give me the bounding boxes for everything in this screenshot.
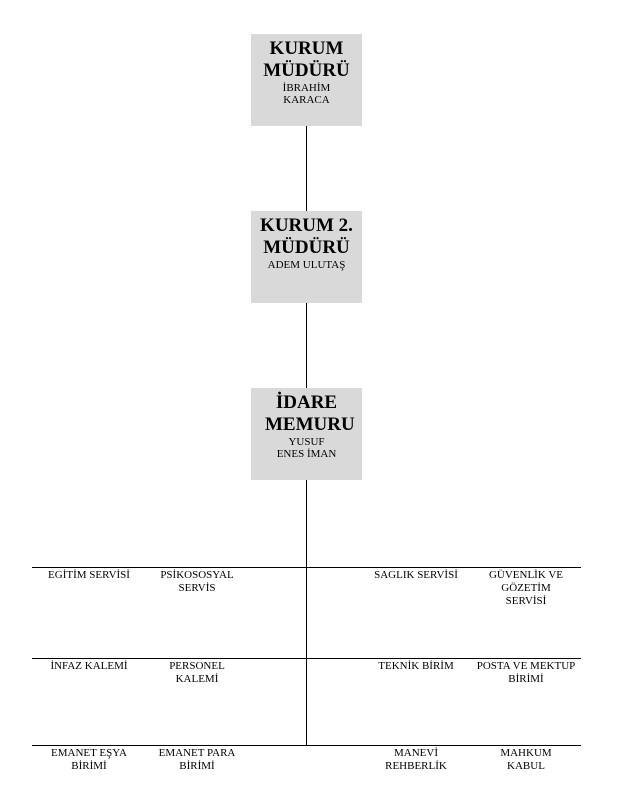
unit-infaz-kalemi: İNFAZ KALEMİ — [50, 660, 128, 672]
admin-officer-title: İDARE MEMURU — [265, 392, 355, 435]
unit-psikososyal-servis: PSİKOSOSYAL SERVİS — [160, 569, 234, 594]
unit-egitim-servisi: EGİTİM SERVİSİ — [48, 569, 130, 581]
unit-teknik-birim: TEKNİK BİRİM — [378, 660, 454, 672]
unit-row-line-2 — [32, 658, 581, 659]
unit-row-line-1 — [32, 567, 581, 568]
unit-emanet-para-birimi: EMANET PARA BİRİMİ — [158, 747, 236, 772]
director-title: KURUM MÜDÜRÜ — [263, 38, 350, 81]
unit-posta-mektup-birimi: POSTA VE MEKTUP BİRİMİ — [476, 660, 576, 685]
second-director-box: KURUM 2. MÜDÜRÜ ADEM ULUTAŞ — [251, 211, 362, 303]
second-director-name: ADEM ULUTAŞ — [267, 259, 346, 271]
unit-manevi-rehberlik: MANEVİ REHBERLİK — [385, 747, 447, 772]
unit-emanet-esya-birimi: EMANET EŞYA BİRİMİ — [51, 747, 127, 772]
unit-personel-kalemi: PERSONEL KALEMİ — [169, 660, 225, 685]
unit-mahkum-kabul: MAHKUM KABUL — [500, 747, 552, 772]
director-box: KURUM MÜDÜRÜ İBRAHİM KARACA — [251, 34, 362, 126]
director-name: İBRAHİM KARACA — [282, 82, 331, 106]
second-director-title: KURUM 2. MÜDÜRÜ — [260, 215, 353, 258]
admin-officer-name: YUSUF ENES İMAN — [276, 436, 337, 460]
unit-guvenlik-gozetim-servisi: GÜVENLİK VE GÖZETİM SERVİSİ — [488, 569, 564, 607]
unit-saglik-servisi: SAGLIK SERVİSİ — [374, 569, 458, 581]
connector-admin-to-units — [306, 480, 307, 745]
connector-second-to-admin — [306, 303, 307, 389]
admin-officer-box: İDARE MEMURU YUSUF ENES İMAN — [251, 388, 362, 480]
unit-row-line-3 — [32, 745, 581, 746]
connector-director-to-second — [306, 126, 307, 212]
